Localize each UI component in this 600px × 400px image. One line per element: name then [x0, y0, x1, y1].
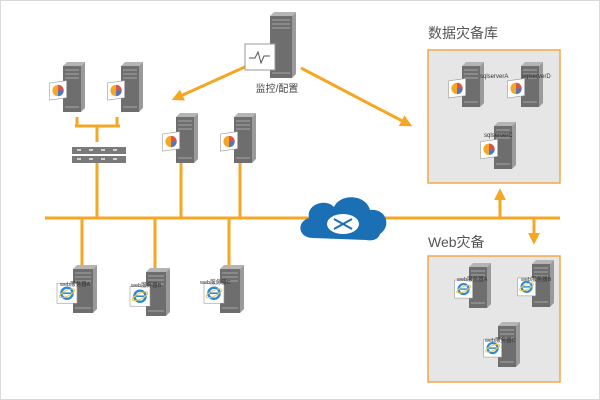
dr-web-label-b: web服务器B: [520, 275, 552, 283]
monitor-to-servers-arrow: [171, 64, 248, 101]
monitor-server-icon: [244, 12, 296, 78]
web-server-b: [129, 268, 170, 316]
dr-web-title: Web灾备: [428, 234, 485, 250]
dr-web-label-c: web服务器C: [484, 336, 516, 344]
web-server-label-a: web服务器A: [59, 280, 91, 288]
web-server-a: [56, 265, 97, 313]
monitor-label: 监控/配置: [256, 82, 299, 95]
web-server-c: [203, 265, 244, 313]
dr-db-server-a: database-server-icon: [448, 62, 484, 107]
web-server-label-c: web服务器C: [199, 278, 231, 286]
dr-db-label-d: sqlserverD: [522, 74, 551, 80]
dr-web-server-a: [454, 263, 491, 308]
dr-db-label-a: sqlserverA: [480, 74, 508, 80]
dr-web-label-a: web服务器A: [456, 275, 488, 283]
db-server-mid-1: database-server-icon: [162, 113, 198, 163]
network-switch-icon: [72, 147, 126, 163]
dr-db-label-c: sqlserverC: [484, 133, 513, 139]
web-server-label-b: web服务器B: [130, 281, 162, 289]
monitor-to-db-arrow: [300, 66, 413, 127]
db-server-mid-2: database-server-icon: [220, 113, 256, 163]
db-server-top-left-2: database-server-icon: [107, 62, 143, 112]
db-server-top-left-1: database-server-icon: [49, 62, 85, 112]
dr-db-server-d: database-server-icon: [507, 62, 543, 107]
cloud-router-icon: [300, 197, 387, 241]
dr-db-server-c: database-server-icon: [480, 122, 516, 169]
dr-database-title: 数据灾备库: [428, 25, 498, 41]
network-links: [45, 64, 560, 270]
server-nodes: database-server-icon database-server-icon…: [49, 12, 554, 367]
dr-web-server-b: [517, 260, 554, 307]
dr-web-server-c: [483, 322, 520, 367]
